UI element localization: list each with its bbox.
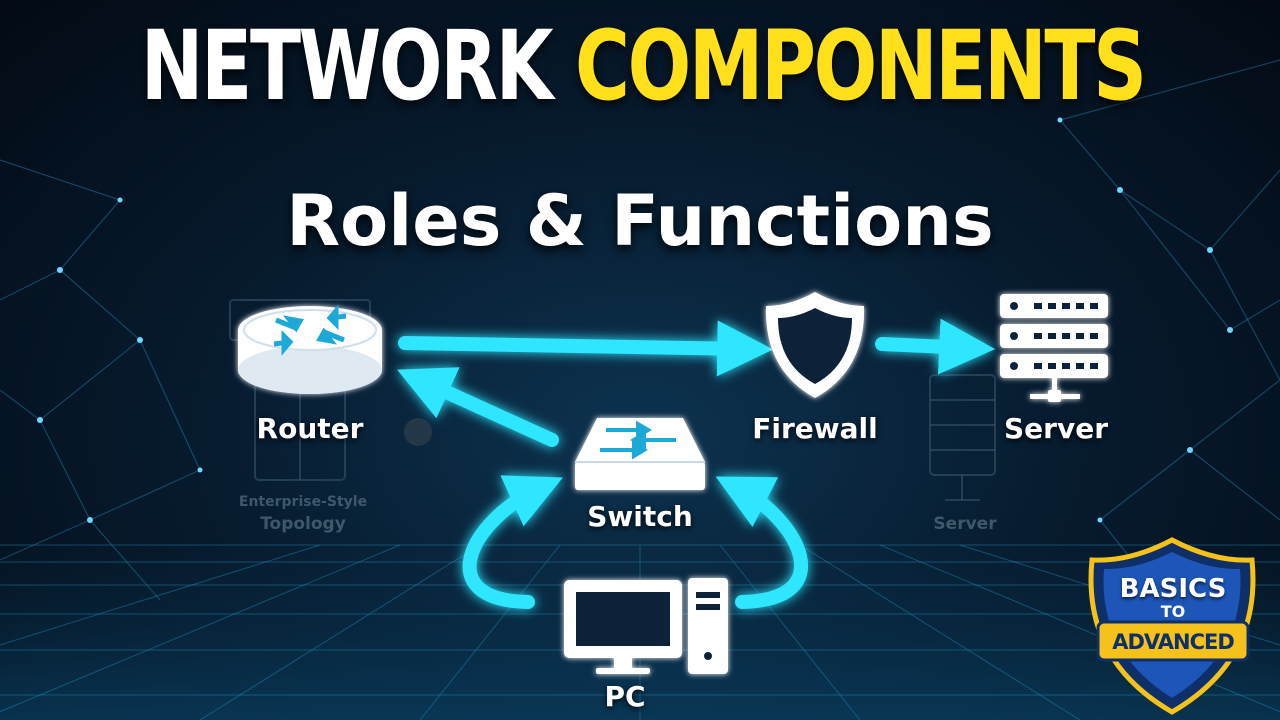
ghost-server-label: Server bbox=[933, 514, 997, 534]
server-icon bbox=[1000, 294, 1108, 402]
title-network: NETWORK bbox=[140, 10, 554, 122]
connections bbox=[397, 318, 996, 609]
arrow-pc-to-switch-right bbox=[715, 476, 808, 609]
arrow-firewall-to-server bbox=[875, 318, 996, 375]
ghost-topology-label-1: Enterprise-Style bbox=[238, 494, 368, 510]
router-label: Router bbox=[256, 412, 364, 445]
ghost-node bbox=[404, 418, 432, 446]
arrow-switch-to-router bbox=[397, 367, 559, 447]
badge-advanced: ADVANCED bbox=[1112, 630, 1235, 654]
badge-shield bbox=[1088, 537, 1256, 715]
badge-to: TO bbox=[1160, 602, 1186, 621]
arrow-pc-to-switch-left bbox=[462, 475, 563, 609]
background-nodes bbox=[37, 117, 1233, 523]
pc-label: PC bbox=[604, 680, 646, 713]
pc-icon bbox=[564, 578, 728, 674]
switch-label: Switch bbox=[587, 500, 693, 533]
title-components: COMPONENTS bbox=[574, 10, 1147, 122]
ghost-topology-label-2: Topology bbox=[260, 514, 346, 534]
server-label: Server bbox=[1003, 412, 1108, 445]
page-title: NETWORK COMPONENTS bbox=[141, 18, 1147, 114]
switch-icon bbox=[575, 418, 705, 490]
badge-basics: BASICS bbox=[1119, 574, 1227, 604]
shield-icon bbox=[765, 292, 865, 398]
router-icon bbox=[238, 304, 382, 394]
page-subtitle: Roles & Functions bbox=[286, 180, 994, 262]
arrow-router-to-firewall bbox=[398, 320, 774, 377]
ghost-server-outline bbox=[929, 374, 996, 501]
firewall-label: Firewall bbox=[752, 412, 878, 445]
